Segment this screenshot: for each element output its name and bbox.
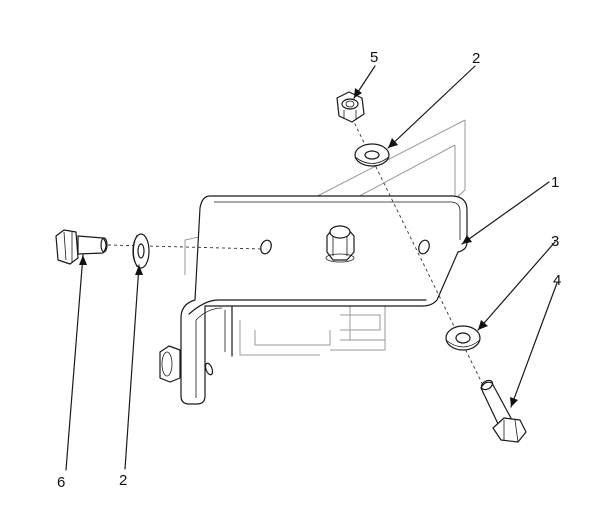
callout-label-6: 6 (57, 474, 65, 491)
callout-label-2-left: 2 (119, 472, 127, 489)
leader-lines (65, 65, 558, 471)
washer-top-part (354, 143, 390, 167)
bolt-bottom-part (480, 379, 527, 443)
bolt-left-part (55, 229, 108, 265)
callout-label-3: 3 (551, 233, 559, 250)
bracket-part (159, 195, 468, 405)
callout-label-5: 5 (370, 49, 378, 66)
callout-label-4: 4 (553, 272, 561, 289)
callout-label-1: 1 (551, 174, 559, 191)
nut-part (336, 91, 365, 123)
callout-label-2-top: 2 (472, 50, 480, 67)
washer-bottom-part (445, 325, 481, 351)
callout-labels: 1 2 2 3 4 5 6 (57, 49, 561, 491)
washer-left-part (132, 233, 150, 269)
